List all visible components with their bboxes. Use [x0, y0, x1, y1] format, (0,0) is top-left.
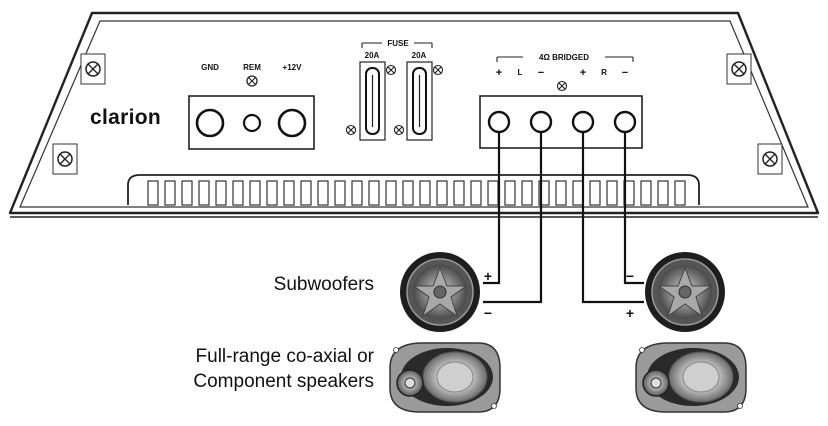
heatsink-fin: [419, 180, 431, 206]
mount-screw-bottom-left: [52, 143, 78, 175]
power-terminal-block: GND REM +12V: [188, 63, 315, 150]
speaker-terminal-block: 4Ω BRIDGED + L − + R −: [479, 53, 643, 149]
terminal-right-plus: [571, 110, 595, 134]
heatsink-fin: [334, 180, 346, 206]
wire-sign-right-minus: −: [626, 268, 634, 284]
heatsink-fin: [521, 180, 533, 206]
heatsink-fin: [181, 180, 193, 206]
terminal-sign-r: R: [601, 68, 607, 77]
heatsink-fin: [504, 180, 516, 206]
heatsink-fin: [402, 180, 414, 206]
fullrange-label-line2: Component speakers: [193, 371, 374, 392]
wire-sign-right-plus: +: [626, 305, 634, 321]
heatsink-fin: [487, 180, 499, 206]
heatsink-fin: [538, 180, 550, 206]
wire-left-plus: [483, 132, 501, 285]
heatsink-fin: [606, 180, 618, 206]
terminal-sign-r-minus: −: [622, 67, 628, 79]
heatsink-fin: [317, 180, 329, 206]
terminal-sign-l-minus: −: [538, 67, 544, 79]
mount-screw-top-left: [80, 53, 106, 85]
heatsink-fin: [266, 180, 278, 206]
brand-logo: clarion: [90, 106, 161, 129]
terminal-right-minus: [613, 110, 637, 134]
heatsink-fin: [385, 180, 397, 206]
terminal-sign-r-plus: +: [580, 67, 586, 79]
wire-left-minus: [483, 132, 543, 304]
subwoofers-label: Subwoofers: [274, 274, 374, 295]
heatsink-fin: [351, 180, 363, 206]
fullrange-speaker-right: [635, 342, 747, 413]
wire-sign-left-plus: +: [484, 268, 492, 284]
wire-right-plus: [581, 132, 644, 304]
heatsink-fin: [470, 180, 482, 206]
fullrange-speaker-left: [389, 342, 501, 413]
heatsink-fin: [164, 180, 176, 206]
fullrange-label-line1: Full-range co-axial or: [196, 346, 375, 367]
fuse-right-rating: 20A: [412, 51, 427, 60]
wire-sign-left-minus: −: [484, 305, 492, 321]
rem-terminal: [242, 113, 262, 133]
heatsink-fin: [215, 180, 227, 206]
rem-label: REM: [243, 63, 261, 72]
subwoofer-right: [645, 252, 725, 332]
fuse-right: [406, 61, 433, 141]
heatsink-fin: [589, 180, 601, 206]
heatsink-fin: [436, 180, 448, 206]
fuse-left-rating: 20A: [365, 51, 380, 60]
terminal-sign-l: L: [518, 68, 523, 77]
mount-screw-top-right: [726, 53, 752, 85]
rem-indicator-icon: [246, 75, 258, 87]
heatsink-fin: [283, 180, 295, 206]
gnd-terminal: [195, 108, 225, 138]
fuse-left: [359, 61, 386, 141]
heatsink-fin: [198, 180, 210, 206]
heatsink-fin: [249, 180, 261, 206]
wire-right-minus: [623, 132, 644, 285]
heatsink-fin: [147, 180, 159, 206]
fuse-title: FUSE: [387, 39, 409, 48]
heatsink-fin: [300, 180, 312, 206]
mount-screw-bottom-right: [757, 143, 783, 175]
speaker-wires: [483, 132, 644, 304]
plus12v-terminal: [277, 108, 307, 138]
terminal-left-minus: [529, 110, 553, 134]
heatsink-fin: [368, 180, 380, 206]
heatsink-fin: [657, 180, 669, 206]
heatsink-fin: [674, 180, 686, 206]
terminal-sign-l-plus: +: [496, 67, 502, 79]
heatsink-fin: [232, 180, 244, 206]
subwoofer-left: [400, 252, 480, 332]
bridged-label: 4Ω BRIDGED: [539, 53, 589, 62]
heatsink-fin: [555, 180, 567, 206]
fuse-block: FUSE 20A 20A: [345, 39, 444, 141]
heatsink-fin: [453, 180, 465, 206]
heatsink-fin: [572, 180, 584, 206]
speaker-terminal-screw-icon: [556, 80, 568, 92]
heatsink-fins: [127, 174, 700, 206]
fuse-screw-icon: [345, 64, 444, 136]
gnd-label: GND: [201, 63, 219, 72]
heatsink-fin: [640, 180, 652, 206]
terminal-left-plus: [487, 110, 511, 134]
plus12v-label: +12V: [283, 63, 303, 72]
